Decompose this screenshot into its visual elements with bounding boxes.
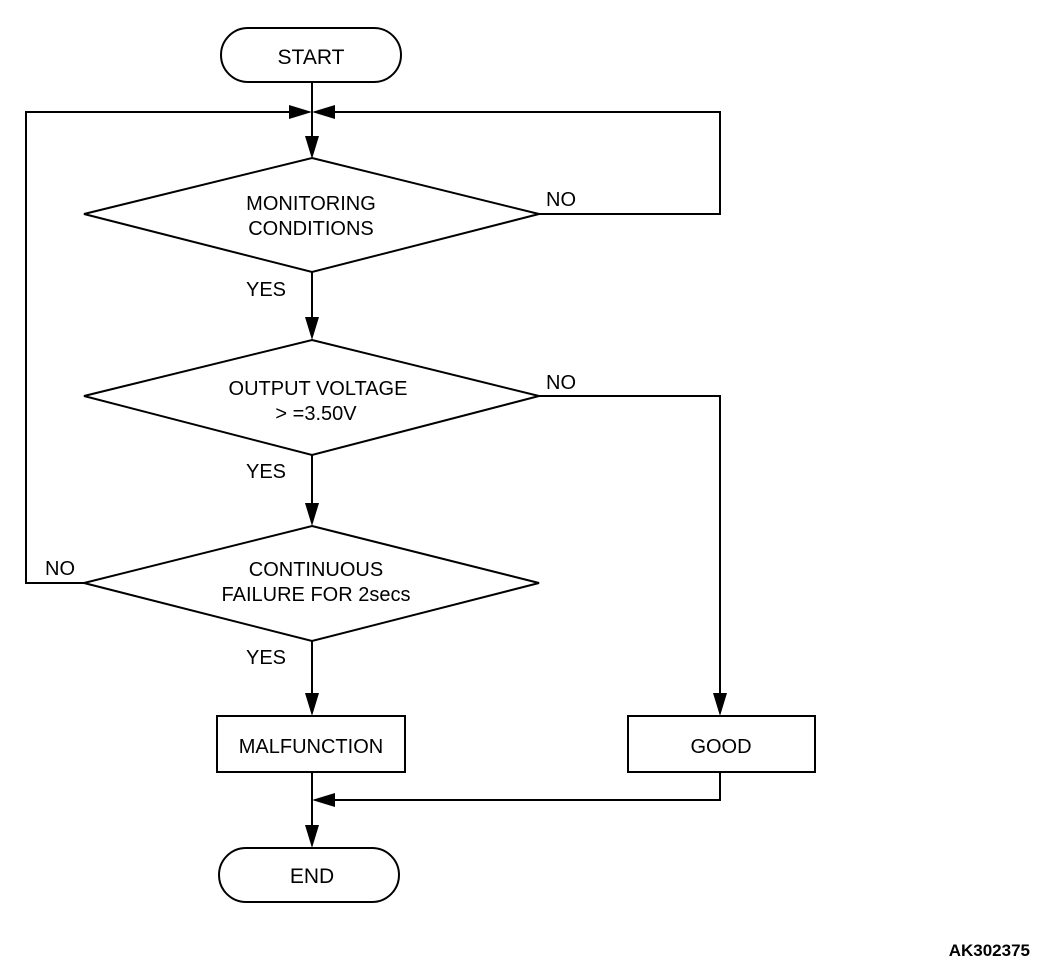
arrowhead-into-end [305,825,319,848]
decision-voltage-label-line2: > =3.50V [275,403,357,425]
good-box [627,715,816,773]
arrowhead-into-continuous [305,503,319,526]
edge-label-monitoring-no: NO [546,189,576,211]
decision-continuous-label-line1: CONTINUOUS [249,559,383,581]
connectors [25,82,721,834]
decision-monitoring-label-line2: CONDITIONS [248,218,374,240]
decision-voltage-shape [83,338,540,457]
decision-voltage-label-line1: OUTPUT VOLTAGE [229,378,408,400]
process-malfunction: MALFUNCTION [216,715,406,773]
decision-monitoring-shape [83,156,540,274]
edge-label-monitoring-yes: YES [246,279,286,301]
decision-output-voltage: OUTPUT VOLTAGE > =3.50V [83,338,540,457]
arrowhead-into-monitoring [305,136,319,159]
decision-continuous-shape [83,524,540,643]
edge-label-continuous-no: NO [45,558,75,580]
malfunction-label: MALFUNCTION [239,736,383,758]
arrowhead-into-malfunction [305,693,319,716]
figure-id: AK302375 [949,941,1030,960]
end-label: END [290,865,334,888]
start-label: START [278,46,345,69]
decision-monitoring-label-line1: MONITORING [246,193,376,215]
process-good: GOOD [627,715,816,773]
start-shape [220,27,402,83]
line-continuous-no-loop [25,111,296,584]
edge-label-voltage-yes: YES [246,461,286,483]
arrowhead-into-merge-from-right [312,105,335,119]
arrowheads [289,105,727,848]
edge-label-continuous-yes: YES [246,647,286,669]
line-monitoring-no-loop [328,111,721,215]
arrowhead-into-good [713,693,727,716]
start-terminal: START [220,27,402,83]
decision-continuous-failure: CONTINUOUS FAILURE FOR 2secs [83,524,540,643]
line-good-to-merge [328,772,721,801]
decision-continuous-label-line2: FAILURE FOR 2secs [222,584,411,606]
arrowhead-into-merge-from-left [289,105,312,119]
arrowhead-into-voltage [305,317,319,340]
edge-label-voltage-no: NO [546,372,576,394]
good-label: GOOD [690,736,751,758]
decision-monitoring-conditions: MONITORING CONDITIONS [83,156,540,274]
arrowhead-into-end-merge [312,793,335,807]
end-shape [218,847,400,903]
malfunction-box [216,715,406,773]
line-voltage-no-to-good [539,395,721,702]
end-terminal: END [218,847,400,903]
